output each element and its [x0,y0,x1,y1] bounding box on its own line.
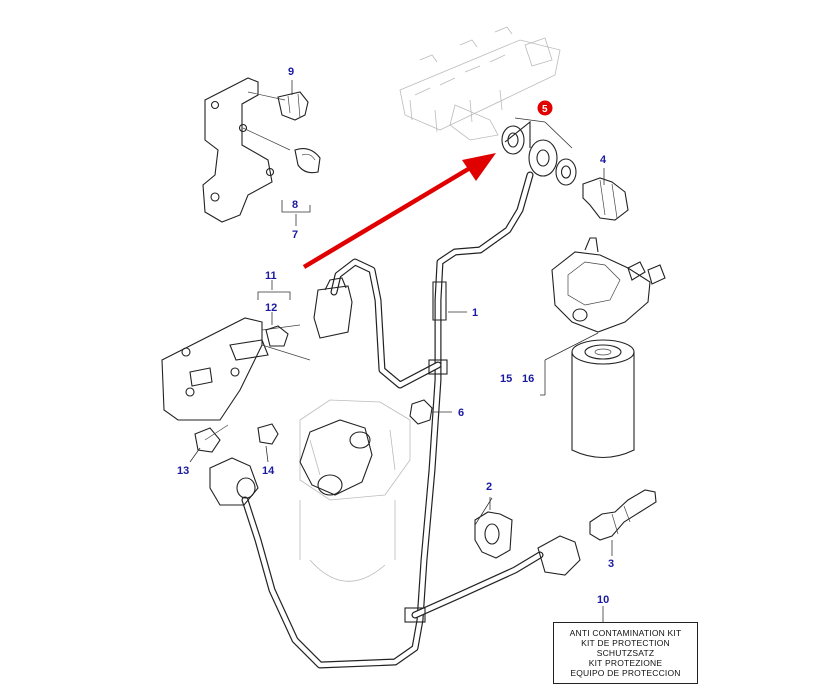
red-arrow-icon [302,153,496,269]
callout-10: 10 [597,594,609,606]
callout-2: 2 [486,481,492,493]
callout-3: 3 [608,558,614,570]
callout-9: 9 [288,66,294,78]
callout-15: 15 [500,373,512,385]
callout-13: 13 [177,465,189,477]
callout-16: 16 [522,373,534,385]
kit-line-it: KIT PROTEZIONE [588,658,663,668]
clamp-and-connector-drawing [474,489,657,576]
callout-6: 6 [458,407,464,419]
kit-line-en: ANTI CONTAMINATION KIT [569,628,682,638]
callout-5-badge [537,100,553,116]
callout-5: 5 [542,104,548,115]
kit-line-es: EQUIPO DE PROTECCION [570,668,681,678]
callout-8: 8 [292,199,298,211]
kit-line-de: SCHUTZSATZ [596,648,655,658]
leader-lines [189,80,613,622]
filter-drawing [540,237,666,458]
banjo-fitting-drawing [501,117,629,221]
filter-head-drawing [161,317,433,582]
kit-description-box: ANTI CONTAMINATION KIT KIT DE PROTECTION… [553,622,698,684]
callout-4: 4 [600,154,607,166]
fuel-rail-drawing [399,26,561,141]
fuel-pipe-drawing [209,171,544,669]
callout-12: 12 [265,302,277,314]
callout-7: 7 [292,229,298,241]
bracket-drawing [202,77,321,223]
kit-line-fr: KIT DE PROTECTION [581,638,670,648]
callout-labels: 1 2 3 4 5 6 7 8 9 10 11 12 13 14 15 16 [177,66,614,606]
callout-1: 1 [472,307,478,319]
callout-11: 11 [265,270,277,282]
callout-14: 14 [262,465,275,477]
